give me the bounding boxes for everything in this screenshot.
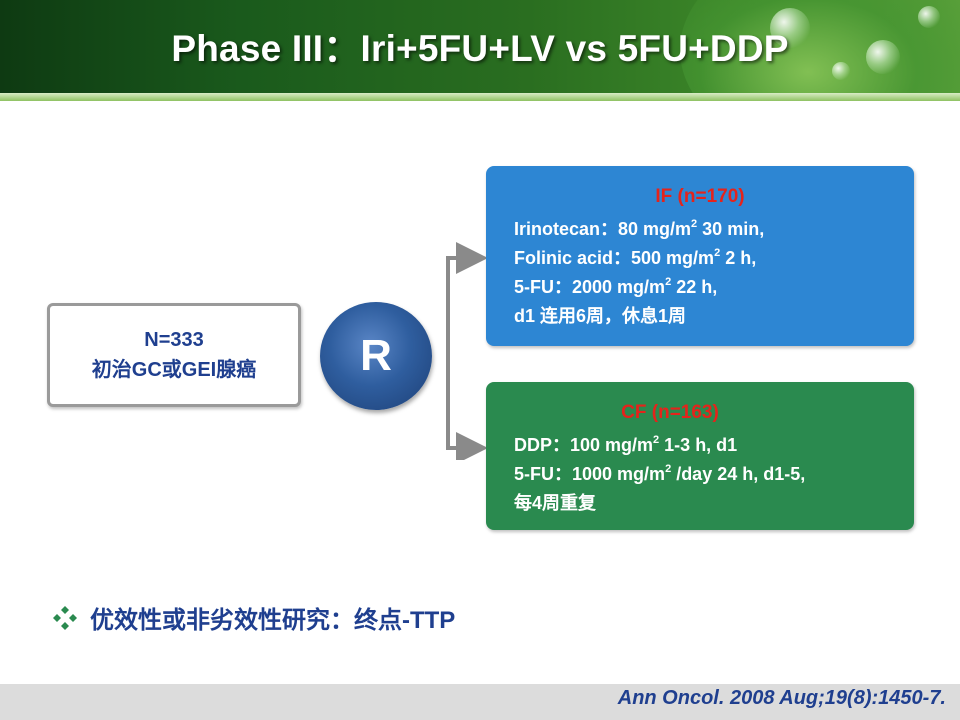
regimen-line: Irinotecan：80 mg/m2 30 min, — [514, 218, 765, 239]
randomization-circle: R — [320, 302, 432, 410]
if-arm-regimen: Irinotecan：80 mg/m2 30 min, Folinic acid… — [514, 215, 764, 331]
citation: Ann Oncol. 2008 Aug;19(8):1450-7. — [617, 687, 946, 709]
randomization-label: R — [360, 331, 392, 380]
regimen-line: 5-FU：1000 mg/m2 /day 24 h, d1-5, — [514, 463, 806, 484]
regimen-line: DDP：100 mg/m2 1-3 h, d1 — [514, 434, 738, 455]
if-arm-title: IF (n=170) — [655, 186, 745, 207]
patient-count: N=333 — [144, 329, 204, 351]
leaf-decoration — [680, 0, 960, 93]
header-underline — [0, 93, 960, 101]
patient-description: 初治GC或GEI腺癌 — [91, 359, 257, 381]
page-title: Phase III：Iri+5FU+LV vs 5FU+DDP — [171, 28, 789, 69]
if-arm-box: IF (n=170) Irinotecan：80 mg/m2 30 min, F… — [486, 166, 914, 346]
footer-bar — [0, 684, 960, 720]
study-design-bullet: 优效性或非劣效性研究：终点-TTP — [52, 600, 455, 635]
header-banner: Phase III：Iri+5FU+LV vs 5FU+DDP — [0, 0, 960, 93]
regimen-line: Folinic acid：500 mg/m2 2 h, — [514, 247, 757, 268]
patient-population-box: N=333 初治GC或GEI腺癌 — [47, 303, 301, 407]
water-drop-decoration — [770, 8, 810, 48]
arrow-to-cf-arm — [446, 350, 488, 460]
randomization-arrows — [446, 242, 488, 460]
water-drop-decoration — [866, 40, 900, 74]
regimen-line: d1 连用6周，休息1周 — [514, 306, 687, 326]
cf-arm-title: CF (n=163) — [621, 402, 719, 423]
cf-arm-box: CF (n=163) DDP：100 mg/m2 1-3 h, d1 5-FU：… — [486, 382, 914, 530]
water-drop-decoration — [832, 62, 850, 80]
diamond-bullet-icon — [53, 605, 77, 630]
bullet-text: 优效性或非劣效性研究：终点-TTP — [90, 607, 456, 634]
regimen-line: 每4周重复 — [514, 493, 597, 513]
water-drop-decoration — [918, 6, 940, 28]
regimen-line: 5-FU：2000 mg/m2 22 h, — [514, 276, 718, 297]
cf-arm-regimen: DDP：100 mg/m2 1-3 h, d1 5-FU：1000 mg/m2 … — [514, 431, 805, 518]
